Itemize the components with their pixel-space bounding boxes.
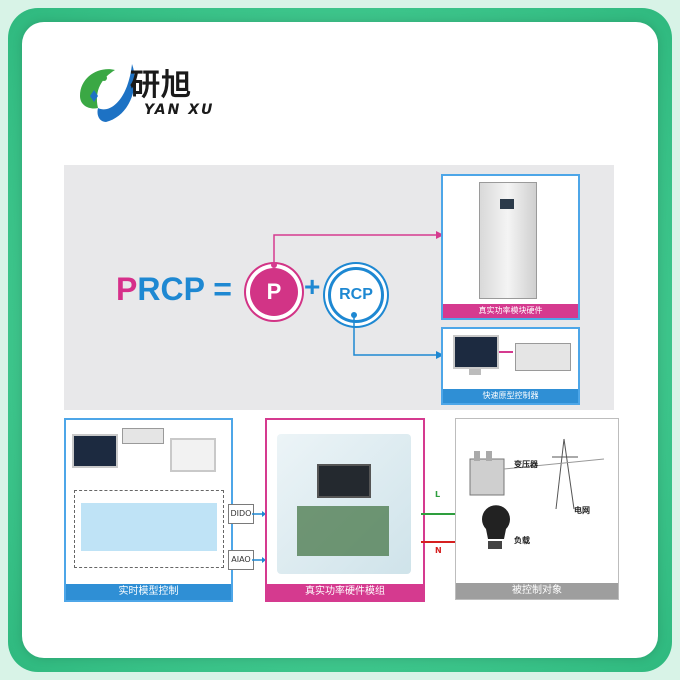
arrow-head-cabinet xyxy=(436,231,444,239)
plus-sign: + xyxy=(304,271,321,302)
dot-rcp xyxy=(351,312,357,318)
content-card: 研旭 YAN XU PRCP = P + RCP xyxy=(22,22,658,658)
io-arrows xyxy=(252,511,266,563)
arrow-to-rcp xyxy=(353,315,436,356)
connector-arrows xyxy=(271,231,444,359)
brand-name-cn: 研旭 xyxy=(130,68,192,103)
p-circle: P xyxy=(250,268,298,316)
rcp-label: 快速原型控制器 xyxy=(443,389,578,403)
transformer-label: 变压器 xyxy=(514,460,538,469)
pc-monitor-left xyxy=(72,434,118,468)
rcp-box: 快速原型控制器 xyxy=(441,327,580,405)
realtime-label: 实时模型控制 xyxy=(66,584,231,600)
hardware-screen xyxy=(317,464,371,498)
yanxu-logo-icon xyxy=(80,64,135,122)
model-dashed-area xyxy=(74,490,224,568)
formula-p: P xyxy=(116,271,138,307)
rcp-mini-arrow xyxy=(499,351,513,353)
monitor-stand xyxy=(469,369,481,375)
brand-name-en: YAN XU xyxy=(144,102,215,118)
p-circle-label: P xyxy=(266,279,282,304)
rcp-monitor-image xyxy=(453,335,499,369)
cabinet-box: 真实功率模块硬件 xyxy=(441,174,580,320)
prcp-panel: PRCP = P + RCP 真实功率模块硬 xyxy=(64,165,614,410)
prcp-formula: PRCP = xyxy=(116,271,232,308)
formula-rcp-equals: RCP = xyxy=(137,271,232,307)
grid-label: 电网 xyxy=(574,506,590,515)
hardware-board xyxy=(297,506,389,556)
arrow-to-cabinet xyxy=(273,234,436,265)
dot-p xyxy=(271,262,277,268)
rcp-circle-label: RCP xyxy=(339,286,373,303)
grid-illustration xyxy=(469,438,605,549)
realtime-model-box: 实时模型控制 xyxy=(64,418,233,602)
cabinet-screen xyxy=(500,199,514,209)
controlled-label: 被控制对象 xyxy=(456,583,618,599)
hardware-label: 真实功率硬件模组 xyxy=(267,584,423,600)
line-l-label: L xyxy=(435,490,441,499)
aiao-box: AIAO xyxy=(228,550,254,570)
hardware-module-box: 真实功率硬件模组 xyxy=(265,418,425,602)
controlled-object-box: 变压器 电网 负载 被控制对象 xyxy=(455,418,619,600)
line-n-label: N xyxy=(435,546,442,555)
load-label: 负载 xyxy=(514,536,530,545)
hardware-module-image xyxy=(277,434,411,574)
pc-monitor-right xyxy=(170,438,216,472)
power-cabinet-image xyxy=(479,182,537,299)
power-lines xyxy=(421,513,455,543)
small-device-image xyxy=(122,428,164,444)
rcp-device-image xyxy=(515,343,571,371)
dido-box: DIDO xyxy=(228,504,254,524)
cabinet-label: 真实功率模块硬件 xyxy=(443,304,578,318)
model-schematic xyxy=(81,503,217,551)
arrow-head-rcp xyxy=(436,351,444,359)
